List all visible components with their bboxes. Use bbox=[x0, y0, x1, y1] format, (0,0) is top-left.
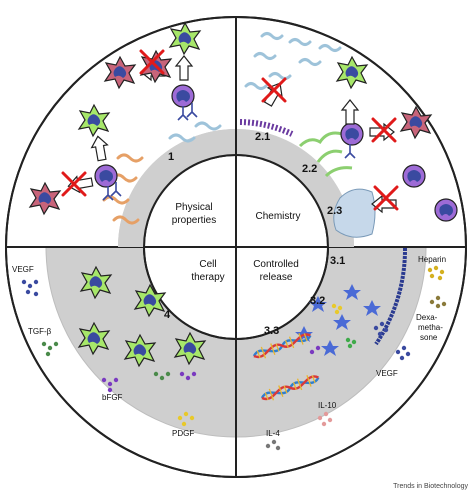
vegf-left-dots bbox=[21, 279, 39, 297]
orange-fiber bbox=[102, 195, 130, 205]
yellow-dots bbox=[331, 303, 343, 315]
controlled-release-label-line2: release bbox=[260, 272, 293, 283]
il10-dots bbox=[317, 411, 333, 427]
pdgf-label: PDGF bbox=[172, 429, 194, 438]
blue-fiber bbox=[168, 133, 196, 143]
blue-fiber bbox=[244, 82, 268, 90]
il4-dots bbox=[265, 439, 281, 451]
green-fiber bbox=[316, 149, 343, 163]
il10-label: IL-10 bbox=[318, 401, 337, 410]
orange-fiber bbox=[112, 215, 140, 225]
implant-surface-top bbox=[118, 129, 354, 247]
cell-therapy-label-line2: therapy bbox=[191, 272, 224, 283]
heparin-surface bbox=[374, 247, 408, 346]
vegf-left-label: VEGF bbox=[12, 265, 34, 274]
vegf-right-label: VEGF bbox=[376, 369, 398, 378]
il4-label: IL-4 bbox=[266, 429, 280, 438]
dexamethasone-label-line2: metha- bbox=[418, 323, 443, 332]
tgf-beta-label: TGF-β bbox=[28, 327, 52, 336]
number-2-1: 2.1 bbox=[255, 131, 270, 143]
pdgf-dots bbox=[177, 411, 195, 427]
physical-properties-scene bbox=[29, 22, 222, 225]
chemistry-label: Chemistry bbox=[255, 211, 300, 222]
number-2-2: 2.2 bbox=[302, 163, 317, 175]
blue-fiber bbox=[260, 32, 284, 40]
heparin-dots bbox=[427, 265, 445, 281]
number-3-1: 3.1 bbox=[330, 255, 345, 267]
lymphocyte-cell bbox=[434, 198, 458, 222]
blue-fiber bbox=[268, 72, 292, 80]
number-4: 4 bbox=[164, 309, 171, 321]
cell-therapy-label-line1: Cell bbox=[199, 259, 216, 270]
blue-fiber bbox=[288, 38, 312, 46]
physical-label-line2: properties bbox=[172, 215, 216, 226]
green-fiber bbox=[298, 131, 343, 148]
lymphocyte-cell bbox=[171, 84, 195, 108]
blue-fiber bbox=[194, 121, 222, 131]
number-2-3: 2.3 bbox=[327, 205, 342, 217]
section-numbers: 1 2.1 2.2 2.3 3.1 3.2 3.3 4 bbox=[164, 131, 345, 337]
purple-dots bbox=[309, 345, 321, 355]
factor-labels: VEGF TGF-β bFGF PDGF Heparin Dexa- metha… bbox=[12, 255, 446, 438]
quadrant-labels: Physical properties Chemistry Cell thera… bbox=[172, 202, 301, 283]
tgf-dots bbox=[41, 341, 59, 357]
tgf-inner-dots bbox=[153, 371, 171, 381]
bfgf-label: bFGF bbox=[102, 393, 123, 402]
lymphocyte-cell bbox=[340, 122, 364, 146]
green-dots bbox=[345, 337, 357, 349]
physical-label-line1: Physical bbox=[175, 202, 212, 213]
number-1: 1 bbox=[168, 151, 174, 163]
number-3-2: 3.2 bbox=[310, 295, 325, 307]
green-fiber bbox=[324, 166, 353, 178]
controlled-release-label-line1: Controlled bbox=[253, 259, 299, 270]
dexamethasone-label-line3: sone bbox=[420, 333, 438, 342]
lymphocyte-cell bbox=[94, 164, 118, 188]
controlled-release-scene bbox=[250, 247, 447, 451]
dexamethasone-dots bbox=[429, 295, 447, 309]
bfgf-dots bbox=[101, 371, 197, 393]
chemistry-scene bbox=[239, 32, 458, 238]
orange-fiber bbox=[116, 153, 144, 163]
blue-fiber bbox=[253, 52, 277, 60]
blue-fiber bbox=[318, 44, 342, 52]
protein-shield bbox=[333, 188, 376, 238]
blue-fiber bbox=[298, 58, 322, 66]
lymphocyte-cell bbox=[402, 164, 426, 188]
vegf-right-dots bbox=[373, 321, 411, 361]
dexamethasone-label-line1: Dexa- bbox=[416, 313, 438, 322]
journal-credit: Trends in Biotechnology bbox=[393, 483, 468, 490]
cell-therapy-scene bbox=[21, 266, 206, 427]
heparin-label: Heparin bbox=[418, 255, 446, 264]
number-3-3: 3.3 bbox=[264, 325, 279, 337]
